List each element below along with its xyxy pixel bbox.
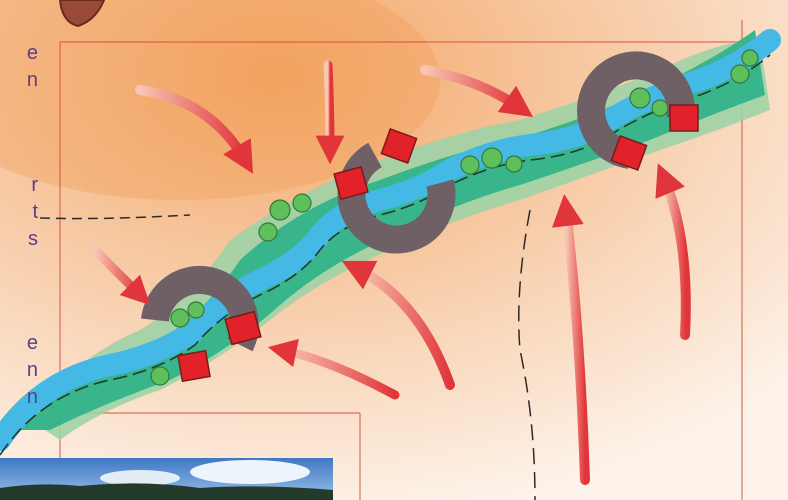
tree-icon — [188, 302, 204, 318]
text-fragment: n — [0, 67, 38, 94]
left-text-block-3: e n n — [0, 330, 38, 411]
tree-icon — [171, 309, 189, 327]
tree-icon — [630, 88, 650, 108]
text-fragment: e — [0, 40, 38, 67]
tree-icon — [506, 156, 522, 172]
tree-icon — [293, 194, 311, 212]
landscape-photo — [0, 458, 333, 500]
text-fragment: s — [0, 226, 38, 253]
left-text-block-1: e n — [0, 40, 38, 94]
cloud — [190, 460, 310, 484]
text-fragment: e — [0, 330, 38, 357]
tree-icon — [461, 156, 479, 174]
tree-icon — [482, 148, 502, 168]
tree-icon — [731, 65, 749, 83]
arrow-icon — [328, 65, 330, 150]
tree-icon — [259, 223, 277, 241]
text-fragment: t — [0, 199, 38, 226]
tree-icon — [652, 100, 668, 116]
text-fragment: n — [0, 384, 38, 411]
tree-icon — [151, 367, 169, 385]
tree-icon — [742, 50, 758, 66]
tree-icon — [270, 200, 290, 220]
text-fragment: r — [0, 172, 38, 199]
left-text-block-2: r t s — [0, 172, 38, 253]
text-fragment: n — [0, 357, 38, 384]
